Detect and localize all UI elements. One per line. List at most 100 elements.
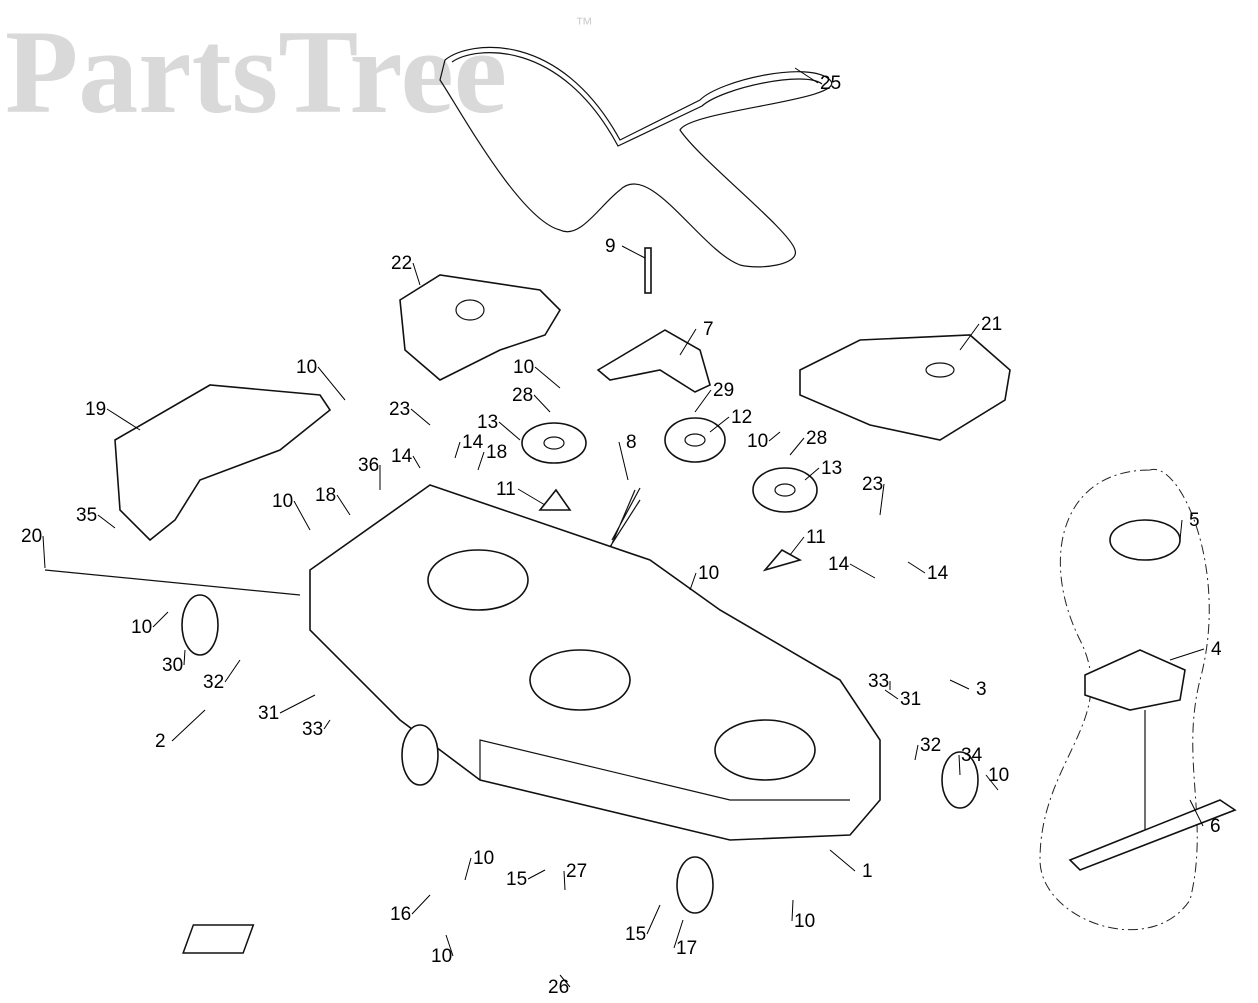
callout-16: 16: [390, 894, 431, 925]
callout-36: 36: [358, 455, 381, 490]
callout-21: 21: [959, 314, 1002, 351]
callout-label: 10: [131, 617, 152, 638]
callout-32: 32: [203, 659, 241, 693]
leader-line: [336, 494, 351, 516]
idler-pulley-13-right: [752, 467, 818, 513]
leader-line: [42, 535, 46, 569]
callout-27: 27: [563, 861, 587, 891]
leader-line: [694, 389, 712, 413]
gauge-wheel-front-left: [401, 724, 439, 786]
leader-line: [454, 441, 461, 459]
callout-label: 14: [391, 446, 413, 467]
callout-label: 12: [731, 407, 752, 428]
callout-label: 13: [821, 458, 842, 479]
callout-19: 19: [85, 399, 141, 431]
idler-pulley-13-left: [521, 422, 587, 464]
callout-4: 4: [1169, 639, 1222, 661]
callout-label: 13: [477, 412, 498, 433]
blade: [1068, 799, 1237, 871]
callout-label: 27: [566, 861, 587, 882]
callout-34: 34: [958, 745, 983, 776]
leader-line: [183, 649, 186, 666]
callout-14: 14: [828, 554, 876, 579]
callout-35: 35: [76, 505, 116, 529]
gauge-wheel-left: [181, 594, 219, 656]
spindle-right: [714, 719, 816, 781]
leader-line: [709, 416, 730, 433]
callout-18: 18: [477, 442, 507, 471]
leader-line: [804, 467, 820, 481]
leader-line: [410, 408, 431, 426]
callout-label: 33: [302, 719, 323, 740]
callout-28: 28: [789, 428, 827, 456]
callout-label: 31: [258, 703, 279, 724]
callout-28: 28: [512, 385, 551, 413]
callout-25: 25: [794, 67, 841, 94]
leader-line: [559, 974, 571, 988]
idler-arm: [596, 329, 711, 393]
leader-line: [789, 437, 805, 456]
callout-13: 13: [804, 458, 842, 481]
callout-label: 11: [806, 527, 826, 548]
leader-line: [527, 869, 546, 880]
callout-label: 10: [431, 946, 452, 967]
leader-line: [849, 563, 876, 579]
assembly-outline: [1039, 468, 1210, 931]
callout-label: 2: [155, 731, 166, 752]
callout-label: 10: [794, 911, 815, 932]
callout-label: 10: [698, 563, 719, 584]
callout-31: 31: [884, 689, 921, 710]
leader-line: [412, 455, 421, 469]
leader-line: [171, 709, 206, 742]
callout-label: 21: [981, 314, 1002, 335]
leader-line: [1179, 519, 1183, 541]
callout-label: 5: [1189, 510, 1200, 531]
callout-10: 10: [464, 848, 494, 881]
callout-26: 26: [548, 974, 571, 998]
callout-14: 14: [391, 446, 421, 469]
callout-label: 28: [806, 428, 827, 449]
callout-10: 10: [689, 563, 719, 591]
belt-guard-11-right: [762, 548, 803, 572]
belt-cover-left: [399, 274, 562, 381]
callout-10: 10: [296, 357, 346, 401]
callout-15: 15: [506, 869, 546, 890]
callout-label: 29: [713, 380, 734, 401]
callout-label: 19: [85, 399, 106, 420]
callout-label: 15: [506, 869, 527, 890]
callout-11: 11: [496, 479, 546, 506]
callout-32: 32: [914, 735, 941, 761]
callout-label: 10: [272, 491, 293, 512]
callout-11: 11: [789, 527, 826, 556]
leader-line: [533, 394, 551, 413]
leader-line: [464, 857, 472, 881]
leader-line: [646, 904, 661, 935]
callout-label: 18: [315, 485, 336, 506]
callout-7: 7: [679, 319, 714, 356]
callout-label: 32: [920, 735, 941, 756]
leader-line: [1169, 648, 1205, 661]
leader-line: [97, 514, 116, 529]
watermark: PartsTree: [5, 5, 507, 138]
callout-label: 28: [512, 385, 533, 406]
leader-line: [879, 483, 885, 516]
callout-12: 12: [709, 407, 752, 433]
callout-10: 10: [272, 491, 311, 531]
callout-6: 6: [1189, 799, 1221, 837]
callout-label: 20: [21, 526, 42, 547]
callout-10: 10: [131, 611, 169, 638]
callout-23: 23: [862, 474, 885, 516]
callout-3: 3: [949, 679, 987, 700]
callout-label: 7: [703, 319, 714, 340]
gauge-wheel-right: [941, 751, 979, 809]
leader-line: [323, 719, 331, 730]
spindle-housing: [1084, 649, 1186, 711]
callout-label: 6: [1210, 816, 1221, 837]
leader-line: [884, 689, 899, 700]
callout-label: 10: [747, 431, 768, 452]
leader-line: [152, 611, 169, 628]
leader-line: [517, 488, 546, 506]
callout-label: 3: [976, 679, 987, 700]
callout-label: 34: [961, 745, 983, 766]
leader-line: [1189, 799, 1204, 827]
